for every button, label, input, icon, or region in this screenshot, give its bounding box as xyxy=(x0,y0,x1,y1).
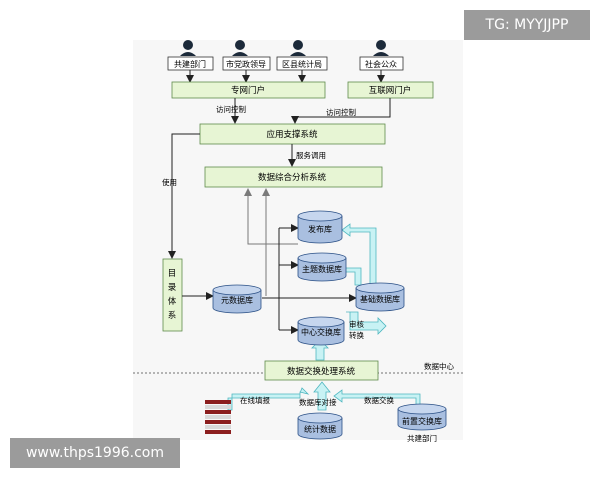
base-db-label: 基础数据库 xyxy=(360,294,400,304)
analysis-label: 数据综合分析系统 xyxy=(258,172,327,183)
base-db xyxy=(355,282,405,312)
user-label-gongjian: 共建部门 xyxy=(174,59,206,69)
front-exchange-db-label: 前置交换库 xyxy=(402,416,442,426)
private-portal-label: 专网门户 xyxy=(231,85,265,96)
convert-label: 转换 xyxy=(349,330,364,340)
user-label-quxian: 区县统计局 xyxy=(282,59,322,69)
cyan-arrow-data-exchange xyxy=(333,389,421,406)
access-control-left-label: 访问控制 xyxy=(216,104,246,114)
meta-db xyxy=(212,284,262,314)
cyan-arrow-base-publish xyxy=(341,223,377,286)
cyan-arrow-center-base xyxy=(346,311,387,335)
exchange-system-label: 数据交换处理系统 xyxy=(287,366,356,377)
user-icon-shidang xyxy=(232,40,248,56)
user-label-shidang: 市党政领导 xyxy=(226,59,266,69)
publish-db xyxy=(297,210,343,244)
review-label: 审核 xyxy=(349,319,364,329)
service-call-label: 服务调用 xyxy=(296,150,326,160)
internet-portal-label: 互联网门户 xyxy=(369,85,412,96)
catalog-box xyxy=(162,258,183,332)
user-icon-quxian xyxy=(290,40,306,56)
theme-db-label: 主题数据库 xyxy=(302,264,342,274)
co-build-dept-bottom-label: 共建部门 xyxy=(407,433,437,443)
publish-db-label: 发布库 xyxy=(308,224,332,234)
meta-db-label: 元数据库 xyxy=(221,295,253,305)
arrow-use-catalog xyxy=(168,133,200,259)
arrow-publish-analysis xyxy=(244,188,298,245)
user-icon-shehui xyxy=(373,40,389,56)
data-center-label: 数据中心 xyxy=(424,361,454,371)
stats-db-label: 统计数据 xyxy=(304,424,336,434)
watermark-badge: TG: MYYJJPP xyxy=(464,10,590,40)
data-exchange-label: 数据交换 xyxy=(364,395,394,405)
cyan-arrow-online-report xyxy=(227,387,310,411)
cyan-arrow-db-dock xyxy=(313,381,331,411)
online-report-label: 在线填报 xyxy=(240,395,270,405)
website-badge: www.thps1996.com xyxy=(10,438,180,468)
use-label: 使用 xyxy=(162,177,177,187)
report-forms-icon xyxy=(205,400,231,434)
analysis-box xyxy=(204,166,383,188)
db-dock-label: 数据库对接 xyxy=(299,397,337,407)
center-db xyxy=(297,316,345,346)
exchange-system-box xyxy=(264,360,379,381)
center-db-label: 中心交换库 xyxy=(301,327,341,337)
private-portal-box xyxy=(171,81,326,99)
catalog-label: 目录体系 xyxy=(168,269,177,321)
user-icon-gongjian xyxy=(180,40,196,56)
arrow-access-right xyxy=(291,98,391,124)
app-support-label: 应用支撑系统 xyxy=(266,129,318,140)
access-control-right-label: 访问控制 xyxy=(326,107,356,117)
front-exchange-db xyxy=(397,403,447,431)
user-label-shehui: 社会公众 xyxy=(365,59,397,69)
stats-db xyxy=(297,412,343,440)
theme-db xyxy=(297,252,347,282)
